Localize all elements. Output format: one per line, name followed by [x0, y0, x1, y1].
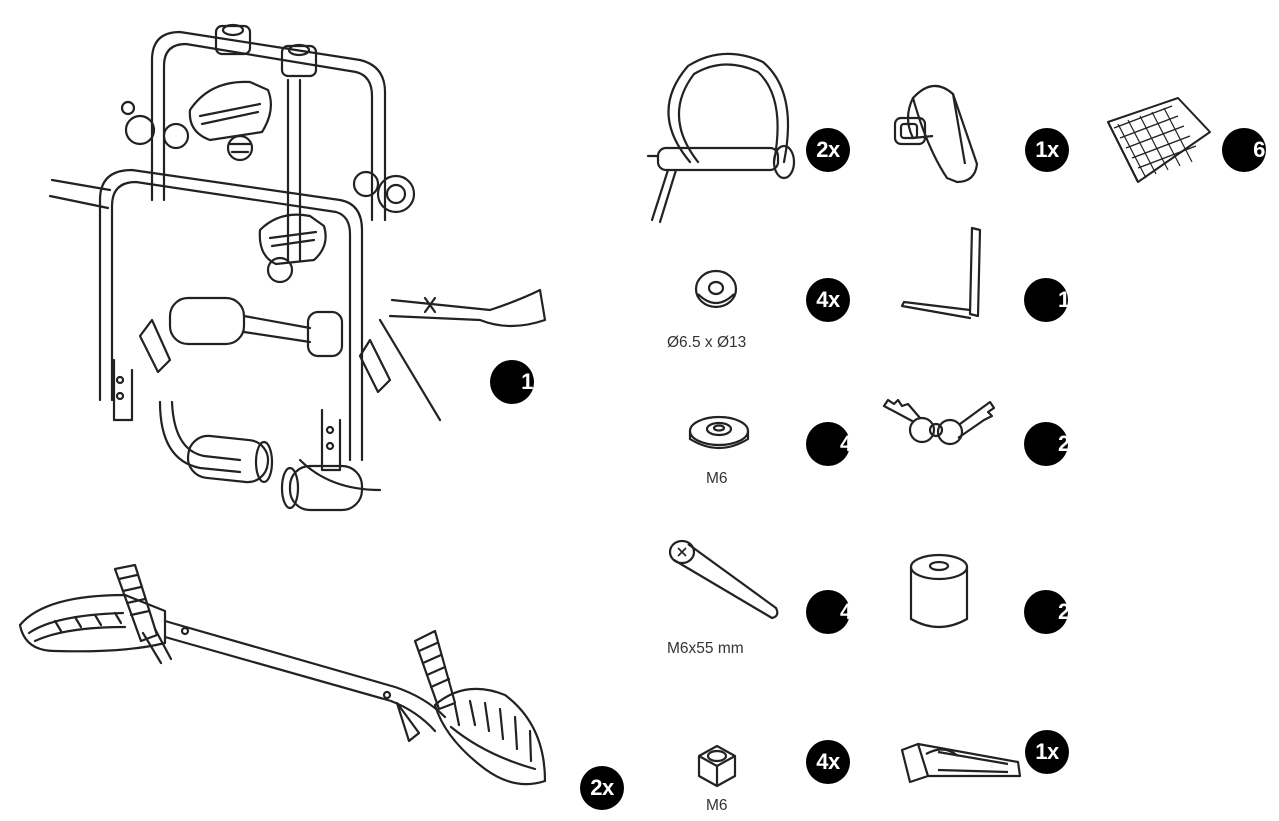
- bolt-icon: [668, 538, 780, 622]
- nut-quantity-badge: 4x: [806, 740, 850, 784]
- velcro-quantity-badge: 6: [1222, 128, 1266, 172]
- allen-key-icon: [900, 226, 990, 326]
- washer-quantity-badge: 4x: [806, 278, 850, 322]
- washer-size-label: Ø6.5 x Ø13: [667, 334, 747, 351]
- knob-quantity-badge: 1x: [1025, 128, 1069, 172]
- keys-quantity-badge: 2: [1024, 422, 1068, 470]
- velcro-pad-icon: [1098, 92, 1218, 192]
- wheel-tray-quantity-badge: 2x: [580, 766, 624, 810]
- shackle-pin-quantity-badge: 2x: [806, 128, 850, 172]
- bolt-quantity-badge: 4: [806, 590, 850, 638]
- cup-washer-quantity-badge: 4: [806, 422, 850, 470]
- cup-washer-icon: [688, 413, 750, 457]
- nut-size-label: M6: [706, 797, 728, 814]
- spacer-tube-icon: [908, 553, 970, 631]
- knob-icon: [893, 78, 983, 188]
- spacer-quantity-badge: 2: [1024, 590, 1068, 638]
- nut-icon: [695, 742, 739, 790]
- bike-rack-icon: [40, 20, 560, 520]
- cup-washer-size-label: M6: [706, 470, 728, 487]
- wheel-tray-icon: [15, 555, 555, 805]
- washer-icon: [693, 266, 739, 312]
- shackle-pin-icon: [646, 52, 798, 227]
- rack-quantity-badge: 1: [490, 360, 534, 404]
- keys-icon: [880, 392, 1000, 452]
- strap-quantity-badge: 1x: [1025, 730, 1069, 774]
- allen-key-quantity-badge: 1: [1024, 278, 1068, 326]
- bolt-size-label: M6x55 mm: [667, 640, 744, 657]
- strap-icon: [898, 742, 1024, 788]
